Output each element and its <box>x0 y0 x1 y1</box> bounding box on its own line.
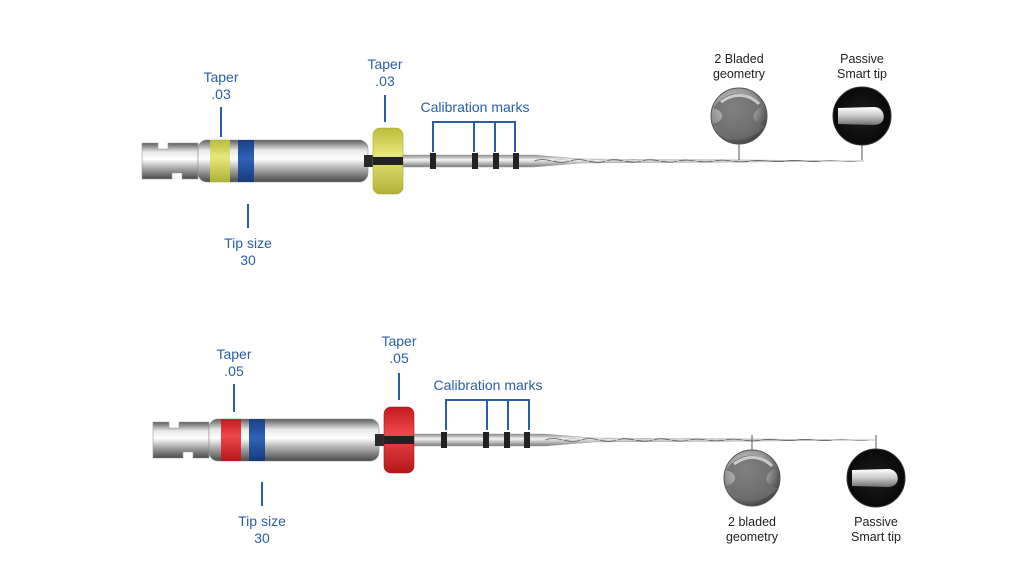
taper-ring-handle-1 <box>210 140 230 182</box>
geometry-label-1: 2 Bladed geometry <box>699 52 779 82</box>
calibration-marks-label-2: Calibration marks <box>433 377 543 393</box>
taper-handle-label-1: Taper .03 <box>191 69 251 103</box>
tip-size-title-2: Tip size <box>238 513 286 529</box>
tip-size-value-2: 30 <box>254 530 270 546</box>
smart-tip-line1-1: Passive <box>840 52 884 66</box>
smart-tip-label-1: Passive Smart tip <box>822 52 902 82</box>
taper-handle-title-1: Taper <box>203 69 239 85</box>
geometry-line2-2: geometry <box>725 530 779 544</box>
taper-handle-value-1: .03 <box>211 86 231 102</box>
smart-tip-icon-2 <box>846 448 906 508</box>
taper-stopper-title-1: Taper <box>367 56 403 72</box>
taper-stopper-label-1: Taper .03 <box>355 56 415 90</box>
smart-tip-icon-1 <box>832 86 892 146</box>
smart-tip-line2-2: Smart tip <box>850 530 901 544</box>
geometry-line2-1: geometry <box>712 67 766 81</box>
taper-stopper-value-2: .05 <box>389 350 409 366</box>
geometry-label-2: 2 bladed geometry <box>712 515 792 545</box>
taper-handle-title-2: Taper <box>216 346 252 362</box>
taper-stopper-label-2: Taper .05 <box>369 333 429 367</box>
smart-tip-label-2: Passive Smart tip <box>834 515 918 545</box>
smart-tip-line2-1: Smart tip <box>836 67 887 81</box>
detail-pointers-1 <box>738 143 863 160</box>
taper-handle-value-2: .05 <box>224 363 244 379</box>
smart-tip-line1-2: Passive <box>854 515 898 529</box>
leader-lines-1 <box>220 95 516 228</box>
2-bladed-cross-section-icon-1 <box>710 87 768 145</box>
tip-size-ring-2 <box>249 419 265 461</box>
geometry-line1-2: 2 bladed <box>728 515 776 529</box>
tip-size-value-1: 30 <box>240 252 256 268</box>
tip-size-label-1: Tip size 30 <box>208 235 288 269</box>
taper-stopper-value-1: .03 <box>375 73 395 89</box>
calibration-marks-label-1: Calibration marks <box>420 99 530 115</box>
taper-stopper-title-2: Taper <box>381 333 417 349</box>
detail-pointers-2 <box>751 435 877 452</box>
taper-ring-handle-2 <box>221 419 241 461</box>
geometry-line1-1: 2 Bladed <box>714 52 764 66</box>
tip-size-ring-1 <box>238 140 254 182</box>
tip-size-label-2: Tip size 30 <box>222 513 302 547</box>
leader-lines-2 <box>233 373 530 506</box>
taper-handle-label-2: Taper .05 <box>204 346 264 380</box>
2-bladed-cross-section-icon-2 <box>723 449 781 507</box>
tip-size-title-1: Tip size <box>224 235 272 251</box>
